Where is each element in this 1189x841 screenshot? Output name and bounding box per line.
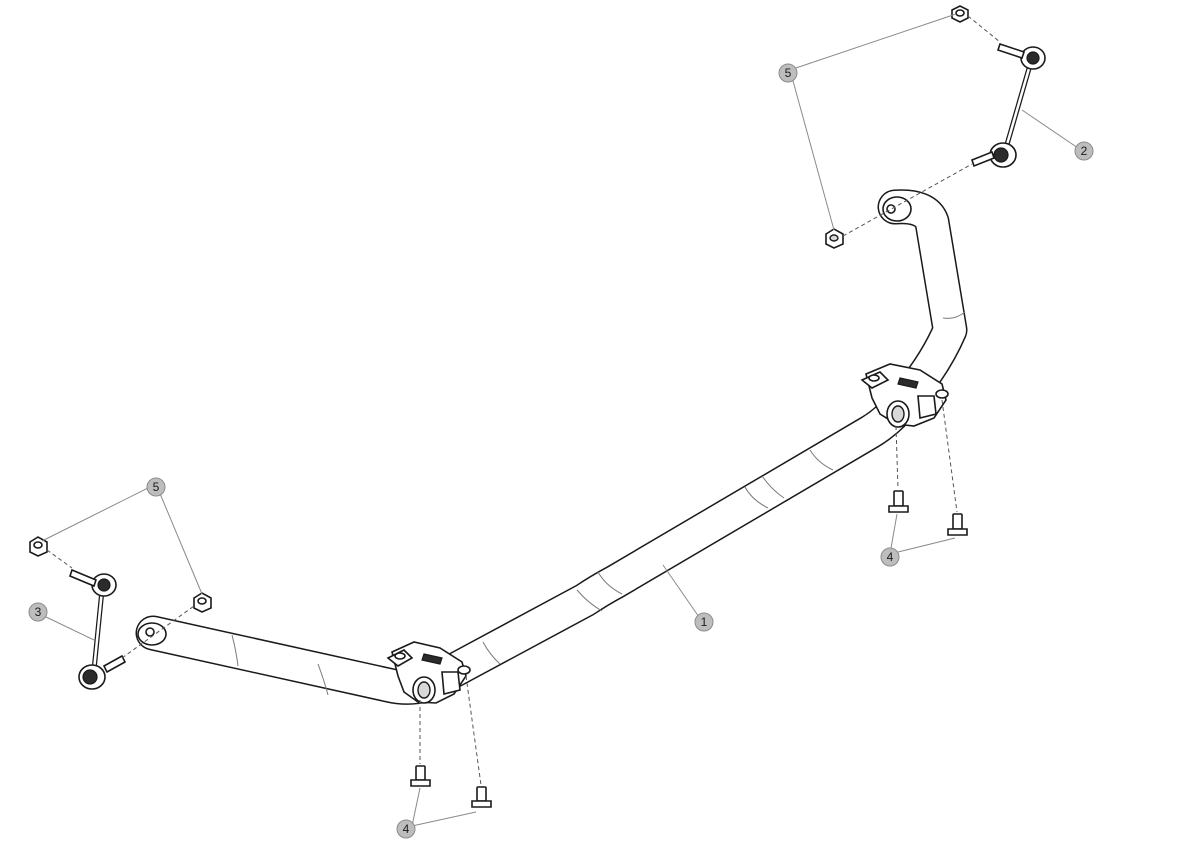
- callout-3-label: 3: [35, 605, 42, 619]
- callout-1-label: 1: [701, 615, 708, 629]
- callout-2: 2: [1074, 141, 1094, 161]
- callout-5-right-label: 5: [785, 66, 792, 80]
- leader-lines: [41, 13, 1079, 827]
- callout-2-label: 2: [1081, 144, 1088, 158]
- stabilizer-bar: [135, 189, 968, 705]
- bolt-right-1: [888, 490, 909, 513]
- stabilizer-link-right: [971, 42, 1046, 168]
- nut-left-eye: [193, 592, 212, 613]
- assembly-lines: [46, 15, 1001, 786]
- nut-top-right: [951, 5, 969, 23]
- bolt-left-1: [410, 765, 431, 787]
- callout-5-left: 5: [146, 477, 166, 497]
- bushing-bracket-left: [386, 641, 471, 704]
- bushing-bracket-right: [860, 363, 949, 428]
- nut-right-eye: [825, 228, 844, 249]
- callout-3: 3: [28, 602, 48, 622]
- callout-4-left: 4: [396, 819, 416, 839]
- stabilizer-link-left: [69, 568, 127, 690]
- bolt-left-2: [471, 786, 492, 808]
- callout-5-right: 5: [778, 63, 798, 83]
- callout-4-right: 4: [880, 547, 900, 567]
- callout-1: 1: [694, 612, 714, 632]
- nut-top-left: [29, 536, 48, 557]
- callout-4-right-label: 4: [887, 550, 894, 564]
- bolt-right-2: [947, 513, 968, 536]
- callout-4-left-label: 4: [403, 822, 410, 836]
- callout-5-left-label: 5: [153, 480, 160, 494]
